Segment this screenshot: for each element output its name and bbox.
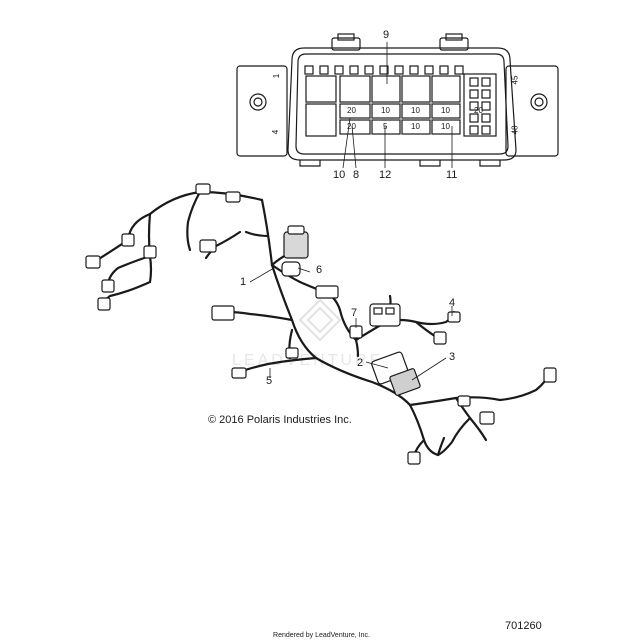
connector-c — [231, 367, 247, 379]
callout-2: 2 — [357, 357, 364, 369]
connector-p — [479, 411, 495, 425]
connector-o — [543, 367, 557, 383]
relay-4 — [401, 75, 431, 103]
harness-connectors — [85, 183, 557, 465]
pin-label-4: 4 — [271, 129, 281, 135]
connector-e — [225, 191, 241, 203]
relay-2 — [339, 75, 371, 103]
part-number: 701260 — [505, 620, 542, 632]
connector-q — [457, 395, 471, 407]
relay-3 — [371, 75, 401, 103]
connector-n — [447, 311, 461, 323]
fuse-label-e: 10 — [441, 106, 450, 115]
connector-d — [199, 239, 217, 253]
callout-4: 4 — [449, 297, 456, 309]
callout-12: 12 — [379, 169, 392, 181]
fuse-label-h: 10 — [441, 122, 450, 131]
fuse-label-i: 20 — [474, 106, 483, 115]
connector-g — [121, 233, 135, 247]
pin-label-45: 45 — [510, 75, 520, 85]
fuse-slots — [339, 103, 461, 135]
callout-6: 6 — [316, 264, 323, 276]
mount-hole-right — [530, 93, 548, 111]
callout-5: 5 — [266, 375, 273, 387]
pin-slots — [469, 77, 491, 135]
fuse-label-f: 5 — [383, 122, 388, 131]
fuse-box-housing — [287, 47, 517, 161]
callout-7: 7 — [351, 307, 358, 319]
callout-9: 9 — [383, 29, 390, 41]
callout-1: 1 — [240, 276, 247, 288]
connector-r — [407, 451, 421, 465]
terminal-strip — [389, 368, 421, 396]
connector-m — [433, 331, 447, 345]
connector-relay-cluster — [369, 303, 401, 327]
relay-1 — [305, 75, 337, 103]
mount-hole-left — [249, 93, 267, 111]
fuse-box-leaders — [342, 42, 453, 169]
fuse-label-a: 20 — [347, 106, 356, 115]
pin-label-48: 48 — [510, 125, 520, 135]
fuse-label-c: 10 — [381, 106, 390, 115]
latch-tab-left — [331, 37, 361, 51]
connector-grommet — [281, 261, 301, 277]
connector-fuse-block — [283, 231, 309, 259]
connector-j — [101, 279, 115, 293]
fuse-box-notches — [304, 65, 464, 75]
fuse-box — [236, 33, 559, 167]
relay-5 — [431, 75, 461, 103]
fuse-label-b: 20 — [347, 122, 356, 131]
connector-i — [97, 297, 111, 311]
copyright-text: © 2016 Polaris Industries Inc. — [208, 414, 352, 426]
rendered-by-text: Rendered by LeadVenture, Inc. — [273, 632, 370, 639]
connector-h — [85, 255, 101, 269]
relay-6 — [305, 103, 337, 137]
harness-leaders — [249, 267, 453, 381]
callout-3: 3 — [449, 351, 456, 363]
callout-10: 10 — [333, 169, 346, 181]
pin-label-1: 1 — [272, 73, 282, 79]
connector-f — [195, 183, 211, 195]
watermark-logo — [298, 298, 342, 342]
fuse-label-d: 10 — [411, 106, 420, 115]
connector-s — [285, 347, 299, 359]
callout-11: 11 — [446, 169, 458, 181]
connector-a — [315, 285, 339, 299]
fuse-box-flange-left — [236, 65, 288, 157]
callout-8: 8 — [353, 169, 360, 181]
connector-b — [211, 305, 235, 321]
connector-k — [143, 245, 157, 259]
pin-column — [463, 73, 497, 137]
latch-tab-right — [439, 37, 469, 51]
fuse-label-g: 10 — [411, 122, 420, 131]
